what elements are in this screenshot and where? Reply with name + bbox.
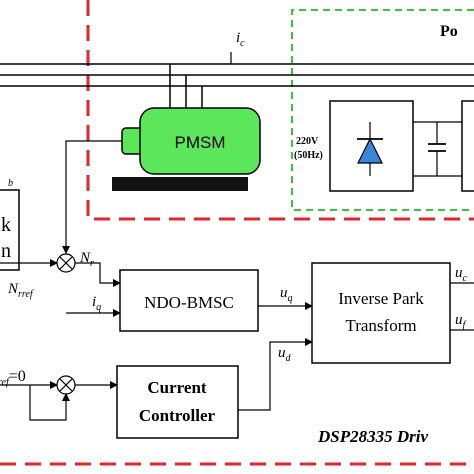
motor-body [139,107,261,175]
current-summing-junction [56,375,76,395]
inverse-park-block [311,262,451,364]
current-label-ic: ic [236,30,245,49]
inverter-box-partial [461,100,474,192]
power-section-label: Po [440,23,458,40]
label-nr: Nr [79,250,94,269]
motor-base [112,177,248,191]
speed-feedback-wire [62,140,122,254]
ndo-bmsc-block [119,269,259,332]
current-controller-label-2: Controller [139,406,216,425]
left-partial-text-n: n [1,240,11,262]
supply-voltage-label: 220V [296,136,319,147]
capacitor-icon [428,122,446,176]
dsp-label: DSP28335 Driv [317,427,428,446]
left-partial-block [0,189,20,271]
diode-icon [357,137,383,164]
ud-wire [238,338,313,411]
power-region-boundary [291,9,474,211]
label-uq: uq [280,285,293,304]
label-out-bottom: uf [455,312,467,331]
speed-error-wire [75,262,121,287]
pmsm-motor: PMSM [112,107,261,191]
current-controller-label-1: Current [147,378,207,397]
id-feedback-wire [29,385,70,421]
label-out-top: uc [455,265,468,284]
left-partial-sub-b: b [8,178,13,189]
ndo-bmsc-label: NDO-BMSC [144,293,234,312]
label-iq: iq [92,294,101,313]
label-nrref: Nrref [7,281,34,300]
current-controller-block [116,365,239,439]
motor-label: PMSM [175,133,226,152]
speed-summing-junction [56,253,76,273]
motor-region-boundary [86,0,474,221]
label-ud: ud [278,345,292,364]
supply-frequency-label: (50Hz) [294,150,323,161]
inverse-park-label-2: Transform [345,316,416,335]
label-id-ref: ref=0 [0,368,26,388]
inverse-park-label-1: Inverse Park [338,289,424,308]
left-partial-text-k: k [1,214,11,236]
